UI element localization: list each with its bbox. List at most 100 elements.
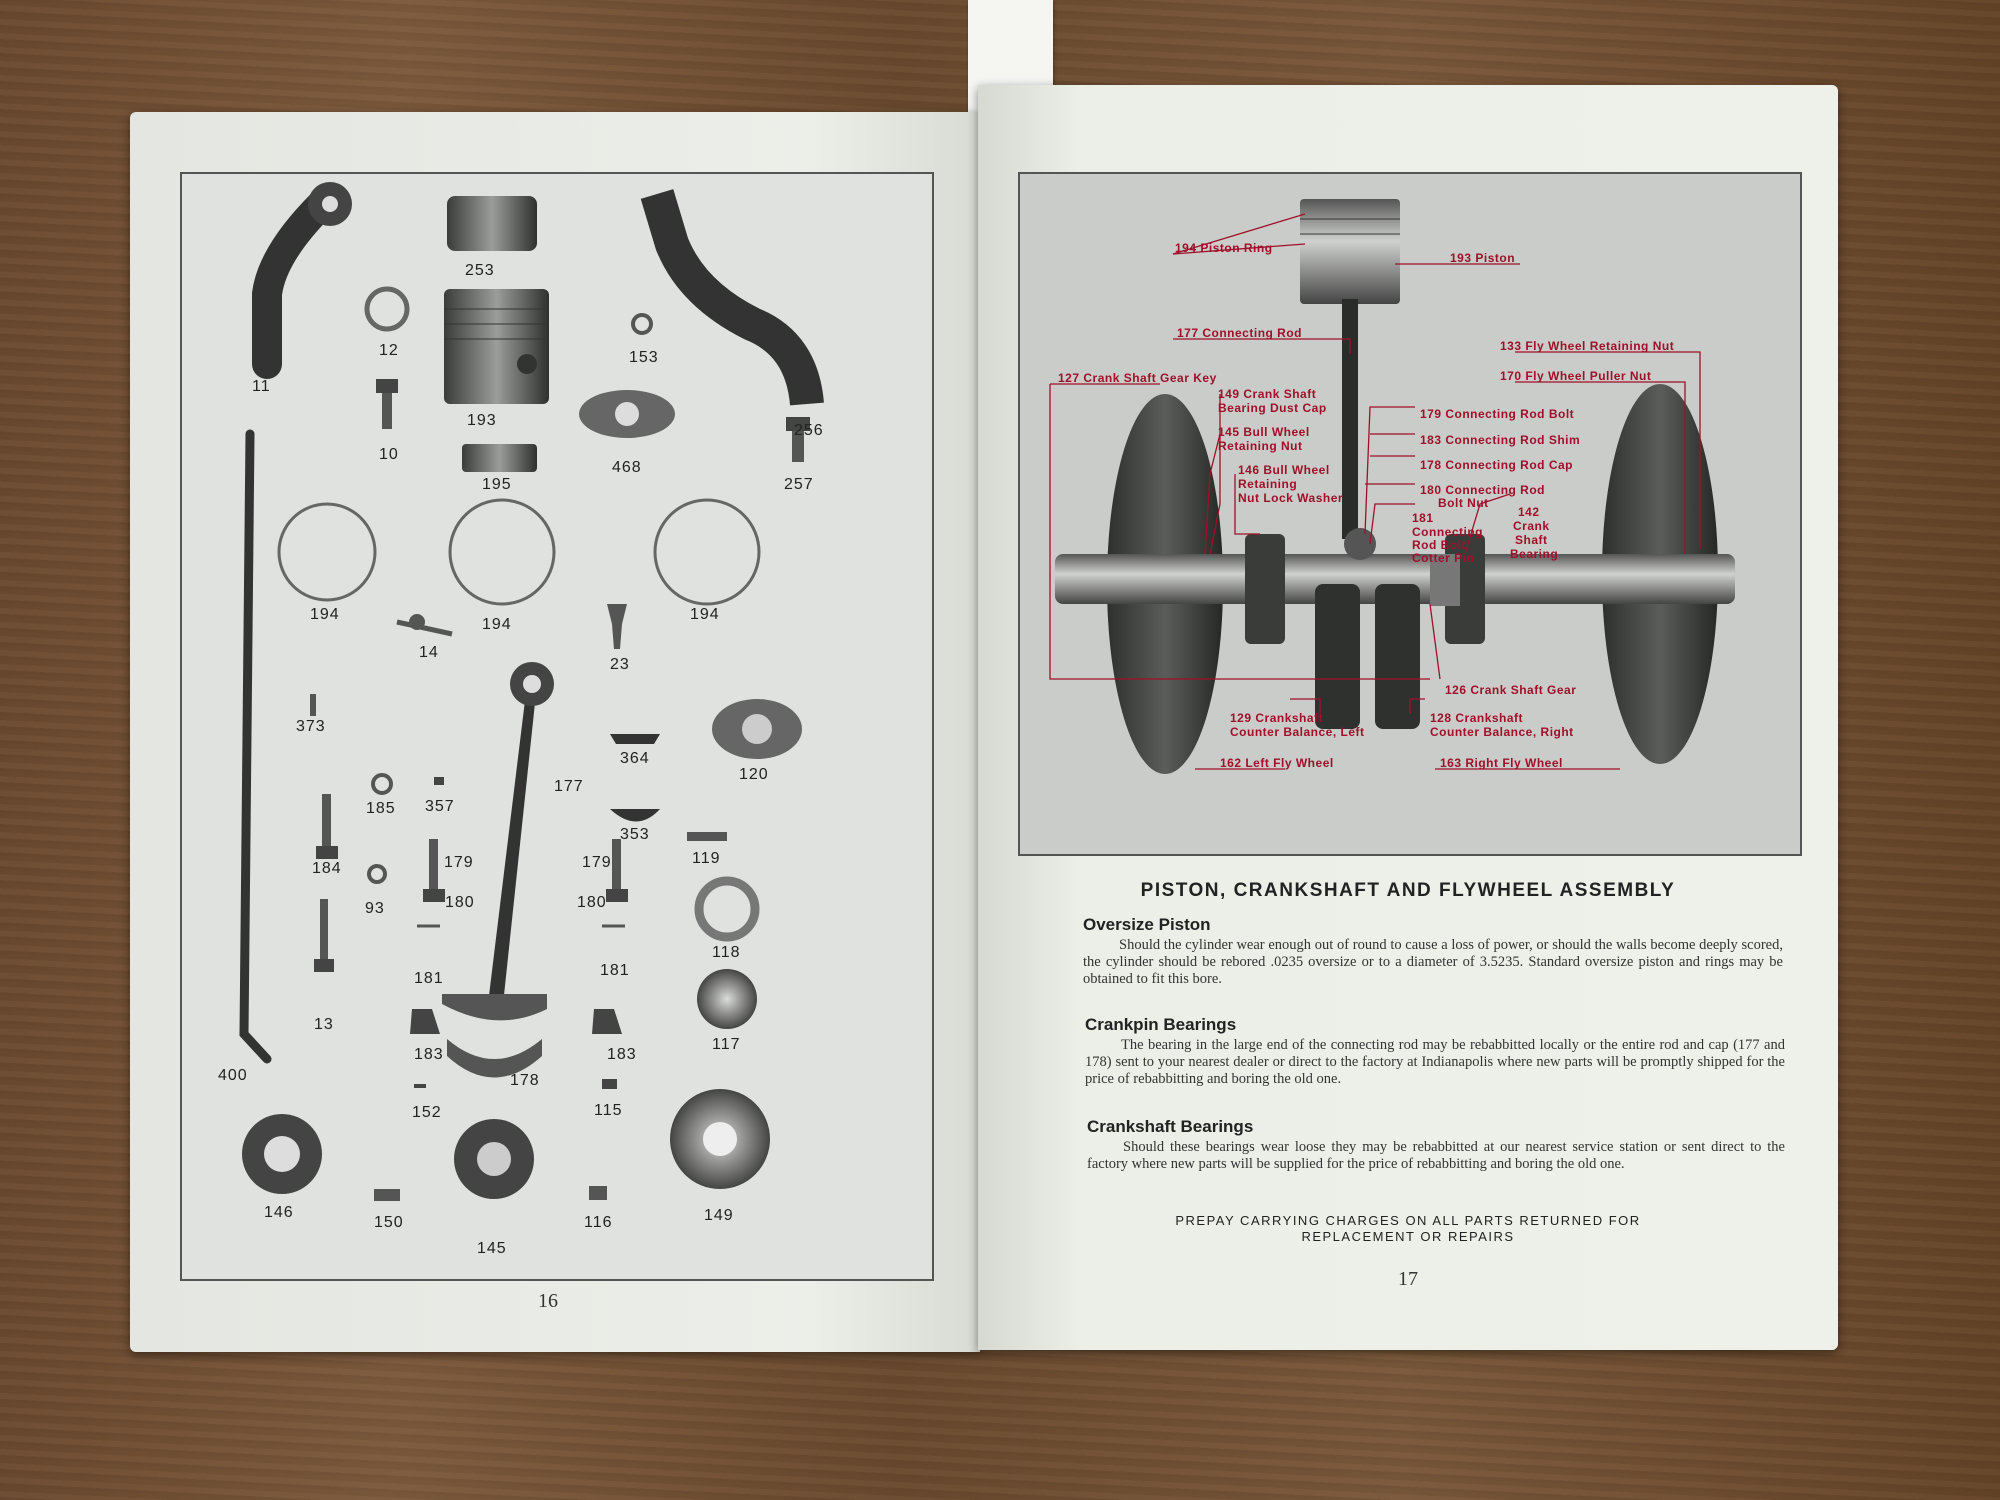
callout-cotter-pin: 181 bbox=[1412, 511, 1434, 525]
callout-lock-washer: Nut Lock Washer bbox=[1238, 491, 1343, 505]
callout-right-fly-wheel: 163 Right Fly Wheel bbox=[1440, 756, 1563, 770]
callout-shaft-bearing: Bearing bbox=[1510, 547, 1558, 561]
part-label: 117 bbox=[712, 1036, 741, 1053]
part-label: 11 bbox=[252, 378, 271, 395]
part-label: 177 bbox=[554, 778, 584, 795]
part-label: 115 bbox=[594, 1102, 623, 1119]
part-label: 146 bbox=[264, 1204, 294, 1221]
part-label: 253 bbox=[465, 262, 495, 279]
callout-fly-wheel-retaining-nut: 133 Fly Wheel Retaining Nut bbox=[1500, 339, 1674, 353]
part-label: 194 bbox=[690, 606, 720, 623]
heading-oversize-piston: Oversize Piston bbox=[1083, 915, 1211, 934]
piston-shape bbox=[1300, 199, 1400, 304]
part-label: 180 bbox=[577, 894, 607, 911]
part-label: 179 bbox=[444, 854, 474, 871]
callout-counter-balance-right: 128 Crankshaft bbox=[1430, 711, 1523, 725]
part-12-washer bbox=[364, 286, 410, 332]
parts-illustration bbox=[239, 182, 824, 1201]
callout-bull-wheel-nut: Retaining Nut bbox=[1218, 439, 1303, 453]
part-label: 185 bbox=[366, 800, 396, 817]
callout-cotter-pin: Rod Bolt bbox=[1412, 538, 1466, 552]
paragraph-crankshaft-bearings: Should these bearings wear loose they ma… bbox=[1087, 1139, 1785, 1172]
part-label: 364 bbox=[620, 750, 650, 767]
part-label: 120 bbox=[739, 766, 769, 783]
part-178-cap bbox=[447, 1039, 542, 1078]
prepay-notice-line2: REPLACEMENT OR REPAIRS bbox=[1301, 1229, 1515, 1244]
part-193-piston bbox=[444, 289, 549, 404]
part-label: 373 bbox=[296, 718, 326, 735]
part-label: 193 bbox=[467, 412, 497, 429]
part-label: 93 bbox=[365, 900, 385, 917]
part-label: 150 bbox=[374, 1214, 404, 1231]
part-256-pipe bbox=[640, 189, 824, 406]
right-page: 194 Piston Ring 193 Piston 177 Connectin… bbox=[978, 85, 1838, 1350]
callout-counter-balance-left: 129 Crankshaft bbox=[1230, 711, 1323, 725]
part-label: 23 bbox=[610, 656, 630, 673]
callout-bearing-dust-cap: 149 Crank Shaft bbox=[1218, 387, 1316, 401]
heading-crankpin-bearings: Crankpin Bearings bbox=[1085, 1015, 1237, 1034]
part-label: 178 bbox=[510, 1072, 540, 1089]
callout-bearing-dust-cap: Bearing Dust Cap bbox=[1218, 401, 1327, 415]
part-195-wrist-pin bbox=[462, 444, 537, 472]
part-label: 256 bbox=[794, 422, 824, 439]
part-label: 14 bbox=[419, 644, 439, 661]
assembly-illustration: 194 Piston Ring 193 Piston 177 Connectin… bbox=[1049, 199, 1735, 774]
callout-connecting-rod-bolt: 179 Connecting Rod Bolt bbox=[1420, 407, 1574, 421]
callout-counter-balance-right: Counter Balance, Right bbox=[1430, 725, 1574, 739]
callout-shaft-bearing: Shaft bbox=[1515, 533, 1548, 547]
part-label: 195 bbox=[482, 476, 512, 493]
callout-cotter-pin: Connecting bbox=[1412, 525, 1483, 539]
callout-cotter-pin: Cotter Pin bbox=[1412, 551, 1474, 565]
part-117-disc bbox=[697, 969, 757, 1029]
crankshaft-shape bbox=[1055, 554, 1735, 604]
paragraph-oversize-piston: Should the cylinder wear enough out of r… bbox=[1083, 937, 1783, 987]
part-label: 116 bbox=[584, 1214, 613, 1231]
page-number: 16 bbox=[538, 1290, 558, 1312]
part-label: 145 bbox=[477, 1240, 507, 1257]
parts-plate: 11 253 12 193 153 256 10 468 257 195 400… bbox=[180, 172, 934, 1281]
callout-shaft-bearing: 142 bbox=[1518, 505, 1540, 519]
callout-rod-bolt-nut: Bolt Nut bbox=[1438, 496, 1489, 510]
part-label: 13 bbox=[314, 1016, 334, 1033]
part-label: 10 bbox=[379, 446, 399, 463]
callout-shaft-bearing: Crank bbox=[1513, 519, 1550, 533]
callout-left-fly-wheel: 162 Left Fly Wheel bbox=[1220, 756, 1334, 770]
part-400-rod bbox=[239, 429, 272, 1064]
part-label: 149 bbox=[704, 1207, 734, 1224]
paragraph-crankpin-bearings: The bearing in the large end of the conn… bbox=[1085, 1037, 1785, 1087]
part-label: 357 bbox=[425, 798, 455, 815]
part-194-ring-b bbox=[448, 498, 556, 606]
part-11-pipe bbox=[252, 189, 337, 379]
part-label: 118 bbox=[712, 944, 741, 961]
part-label: 183 bbox=[414, 1046, 444, 1063]
part-label: 12 bbox=[379, 342, 399, 359]
callout-piston: 193 Piston bbox=[1450, 251, 1515, 265]
part-label: 153 bbox=[629, 349, 659, 366]
part-label: 183 bbox=[607, 1046, 637, 1063]
callout-crank-shaft-gear-key: 127 Crank Shaft Gear Key bbox=[1058, 371, 1217, 385]
callout-counter-balance-left: Counter Balance, Left bbox=[1230, 725, 1365, 739]
part-label: 180 bbox=[445, 894, 475, 911]
callout-lock-washer: 146 Bull Wheel bbox=[1238, 463, 1330, 477]
callout-connecting-rod: 177 Connecting Rod bbox=[1177, 326, 1302, 340]
part-label: 181 bbox=[414, 970, 444, 987]
callout-bull-wheel-nut: 145 Bull Wheel bbox=[1218, 425, 1310, 439]
prepay-notice-line1: PREPAY CARRYING CHARGES ON ALL PARTS RET… bbox=[1175, 1213, 1641, 1228]
connecting-rod-shape bbox=[1342, 299, 1358, 539]
callout-piston-ring: 194 Piston Ring bbox=[1175, 241, 1273, 255]
part-194-ring-c bbox=[653, 498, 761, 606]
left-page: 11 253 12 193 153 256 10 468 257 195 400… bbox=[130, 112, 980, 1352]
part-label: 194 bbox=[482, 616, 512, 633]
part-label: 353 bbox=[620, 826, 650, 843]
part-253 bbox=[447, 196, 537, 251]
assembly-plate: 194 Piston Ring 193 Piston 177 Connectin… bbox=[1018, 172, 1802, 856]
part-label: 400 bbox=[218, 1067, 248, 1084]
part-118 bbox=[694, 876, 760, 942]
part-label: 181 bbox=[600, 962, 630, 979]
part-label: 152 bbox=[412, 1104, 442, 1121]
page-number: 17 bbox=[1398, 1268, 1418, 1290]
callout-lock-washer: Retaining bbox=[1238, 477, 1297, 491]
callout-fly-wheel-puller-nut: 170 Fly Wheel Puller Nut bbox=[1500, 369, 1651, 383]
part-label: 194 bbox=[310, 606, 340, 623]
part-194-ring-a bbox=[277, 502, 377, 602]
